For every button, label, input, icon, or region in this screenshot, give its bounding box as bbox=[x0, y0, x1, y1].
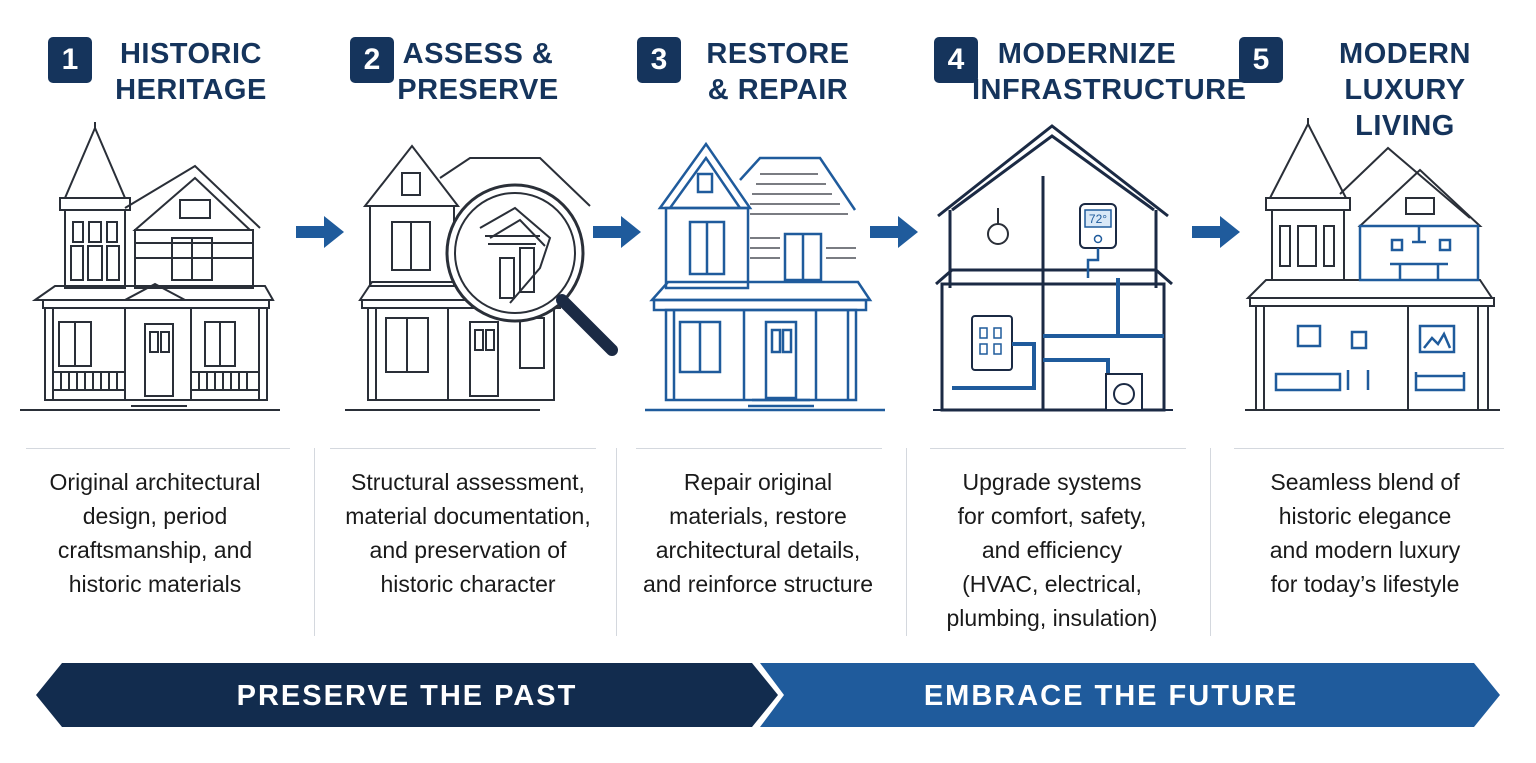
divider bbox=[314, 448, 315, 636]
step-title: MODERNIZE INFRASTRUCTURE bbox=[972, 38, 1247, 106]
step-title: RESTORE & REPAIR bbox=[706, 38, 850, 106]
step-title: MODERN LUXURY LIVING bbox=[1339, 38, 1471, 142]
divider bbox=[1234, 448, 1504, 449]
step-4: 4 MODERNIZE INFRASTRUCTURE bbox=[910, 0, 1247, 640]
cutaway-systems-house-icon: 72° bbox=[933, 124, 1173, 412]
banner-right-label: EMBRACE THE FUTURE bbox=[923, 680, 1299, 712]
step-description: Repair original materials, restore archi… bbox=[642, 469, 874, 597]
step-2: 2 ASSESS & PRESERVE bbox=[325, 0, 625, 640]
step-number-badge: 3 bbox=[637, 37, 681, 83]
divider bbox=[616, 448, 617, 636]
divider bbox=[330, 448, 596, 449]
right-arrow-icon bbox=[296, 216, 344, 248]
divider bbox=[906, 448, 907, 636]
divider bbox=[636, 448, 882, 449]
step-number-badge: 2 bbox=[350, 37, 394, 83]
right-arrow-icon bbox=[593, 216, 641, 248]
magnifier-house-icon bbox=[345, 144, 618, 411]
divider bbox=[1210, 448, 1211, 636]
restored-house-icon bbox=[645, 141, 885, 412]
step-description: Seamless blend of historic elegance and … bbox=[1269, 469, 1461, 597]
step-description: Upgrade systems for comfort, safety, and… bbox=[946, 469, 1158, 631]
right-arrow-icon bbox=[1192, 216, 1240, 248]
victorian-house-icon bbox=[20, 122, 280, 411]
step-title: HISTORIC HERITAGE bbox=[115, 38, 267, 106]
step-number-badge: 1 bbox=[48, 37, 92, 83]
thermostat-reading: 72° bbox=[1089, 212, 1107, 226]
banner-left-label: PRESERVE THE PAST bbox=[236, 680, 578, 712]
timeline-banner bbox=[36, 663, 1500, 727]
divider bbox=[930, 448, 1186, 449]
step-number-badge: 5 bbox=[1239, 37, 1283, 83]
right-arrow-icon bbox=[870, 216, 918, 248]
step-5: 5 MODERN LUXURY LIVING bbox=[1215, 0, 1515, 640]
step-title: ASSESS & PRESERVE bbox=[397, 38, 559, 106]
step-description: Original architectural design, period cr… bbox=[49, 469, 261, 597]
step-number-badge: 4 bbox=[934, 37, 978, 83]
step-description: Structural assessment, material document… bbox=[345, 469, 591, 597]
step-3: 3 RESTORE & REPAIR bbox=[615, 0, 915, 640]
step-1: 1 HISTORIC HERITAGE bbox=[20, 0, 320, 640]
modern-interior-house-icon bbox=[1245, 118, 1500, 411]
divider bbox=[26, 448, 290, 449]
